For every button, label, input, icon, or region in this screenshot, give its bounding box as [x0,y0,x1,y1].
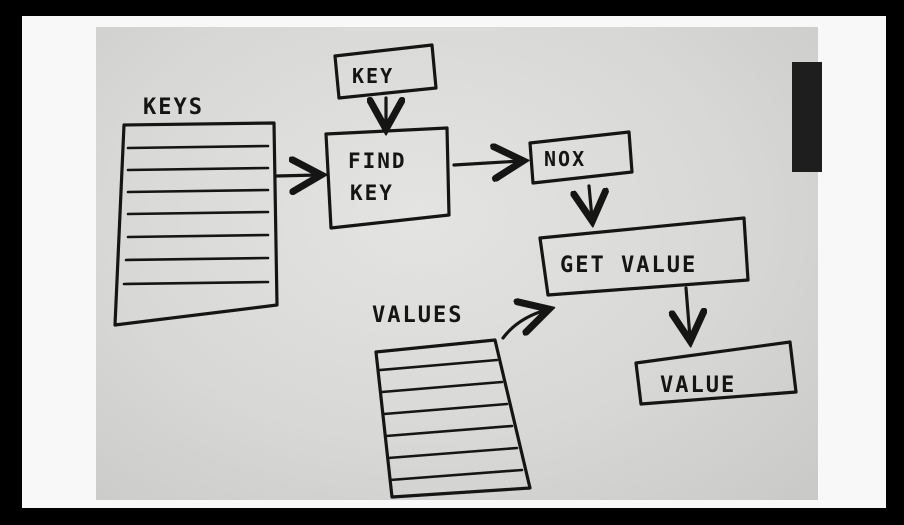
value-box [634,340,798,406]
nox-box [528,130,634,185]
dark-object-edge [792,62,822,172]
get-value-box [538,216,750,297]
nox-label: NOX [544,147,586,171]
key-box [333,43,438,100]
arrow-values-to-get-value [501,310,546,340]
find-key-label-line1: FIND [348,149,407,173]
arrow-find-to-nox [452,161,520,165]
get-value-label: GET VALUE [560,253,697,278]
find-key-box [324,126,451,230]
whiteboard-photo [96,27,818,500]
keys-label: KEYS [143,95,204,120]
keys-list [113,121,279,327]
value-label: VALUE [660,373,736,398]
arrow-get-value-to-value [686,286,690,338]
find-key-label-line2: KEY [350,181,394,205]
values-label: VALUES [372,303,463,328]
key-label: KEY [352,64,394,88]
arrow-nox-to-get-value [589,184,592,218]
arrow-keys-to-find [274,175,318,176]
values-list [374,338,532,499]
